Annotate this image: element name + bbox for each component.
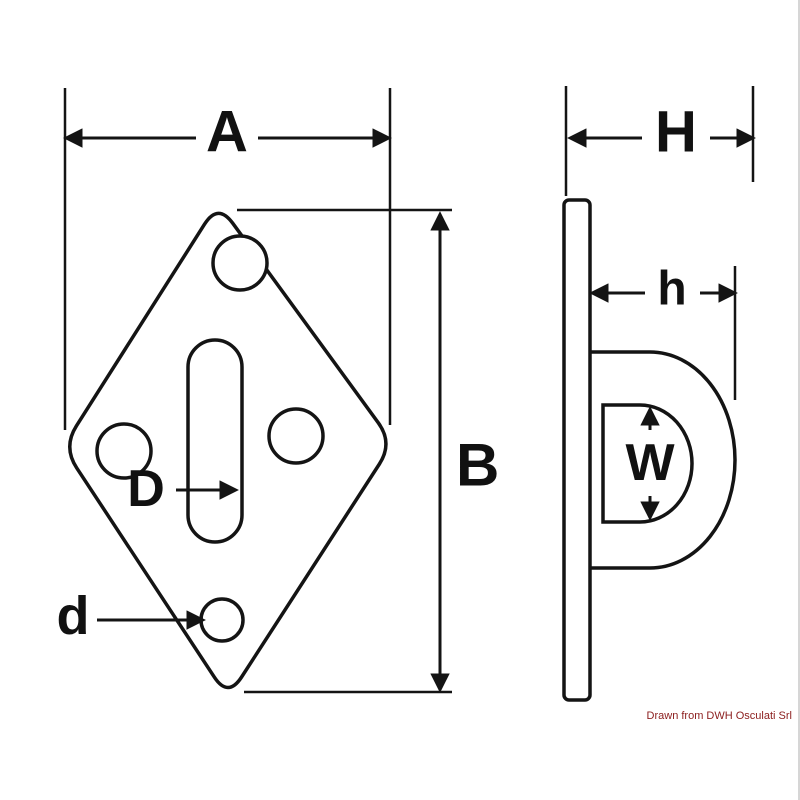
dim-d-label: D — [127, 460, 165, 518]
hole-right — [267, 407, 325, 465]
hole-left — [95, 422, 153, 480]
side-view: H h W — [562, 86, 756, 702]
dim-h-cap-label: H — [655, 100, 697, 165]
credit-text: Drawn from DWH Osculati Srl — [647, 710, 792, 722]
dim-b-label: B — [456, 432, 499, 499]
dim-w-label: W — [625, 434, 675, 492]
hole-top — [211, 234, 269, 292]
center-slot — [186, 338, 244, 544]
hole-bottom — [199, 597, 245, 643]
dim-a-label: A — [206, 100, 248, 165]
side-plate-outline — [562, 198, 592, 702]
dim-h-low-label: h — [657, 263, 686, 316]
front-view: A B D d — [57, 88, 499, 694]
eye-outer-contour — [590, 350, 737, 570]
right-edge-border — [798, 0, 800, 800]
dim-d-small-label: d — [57, 586, 90, 646]
